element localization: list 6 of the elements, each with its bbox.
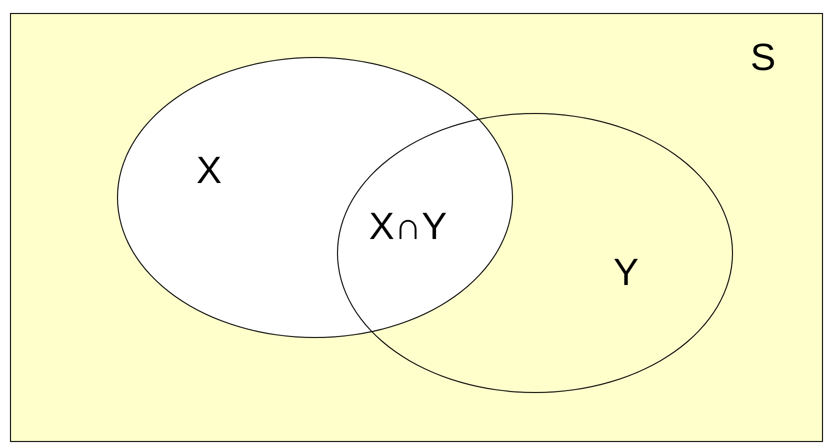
set-label: Y <box>613 254 639 292</box>
universe-rectangle <box>10 13 823 442</box>
set-label: X <box>196 152 222 190</box>
set-ellipse <box>337 113 733 393</box>
intersection-label: X∩Y <box>369 208 447 246</box>
set-label: S <box>750 39 776 77</box>
